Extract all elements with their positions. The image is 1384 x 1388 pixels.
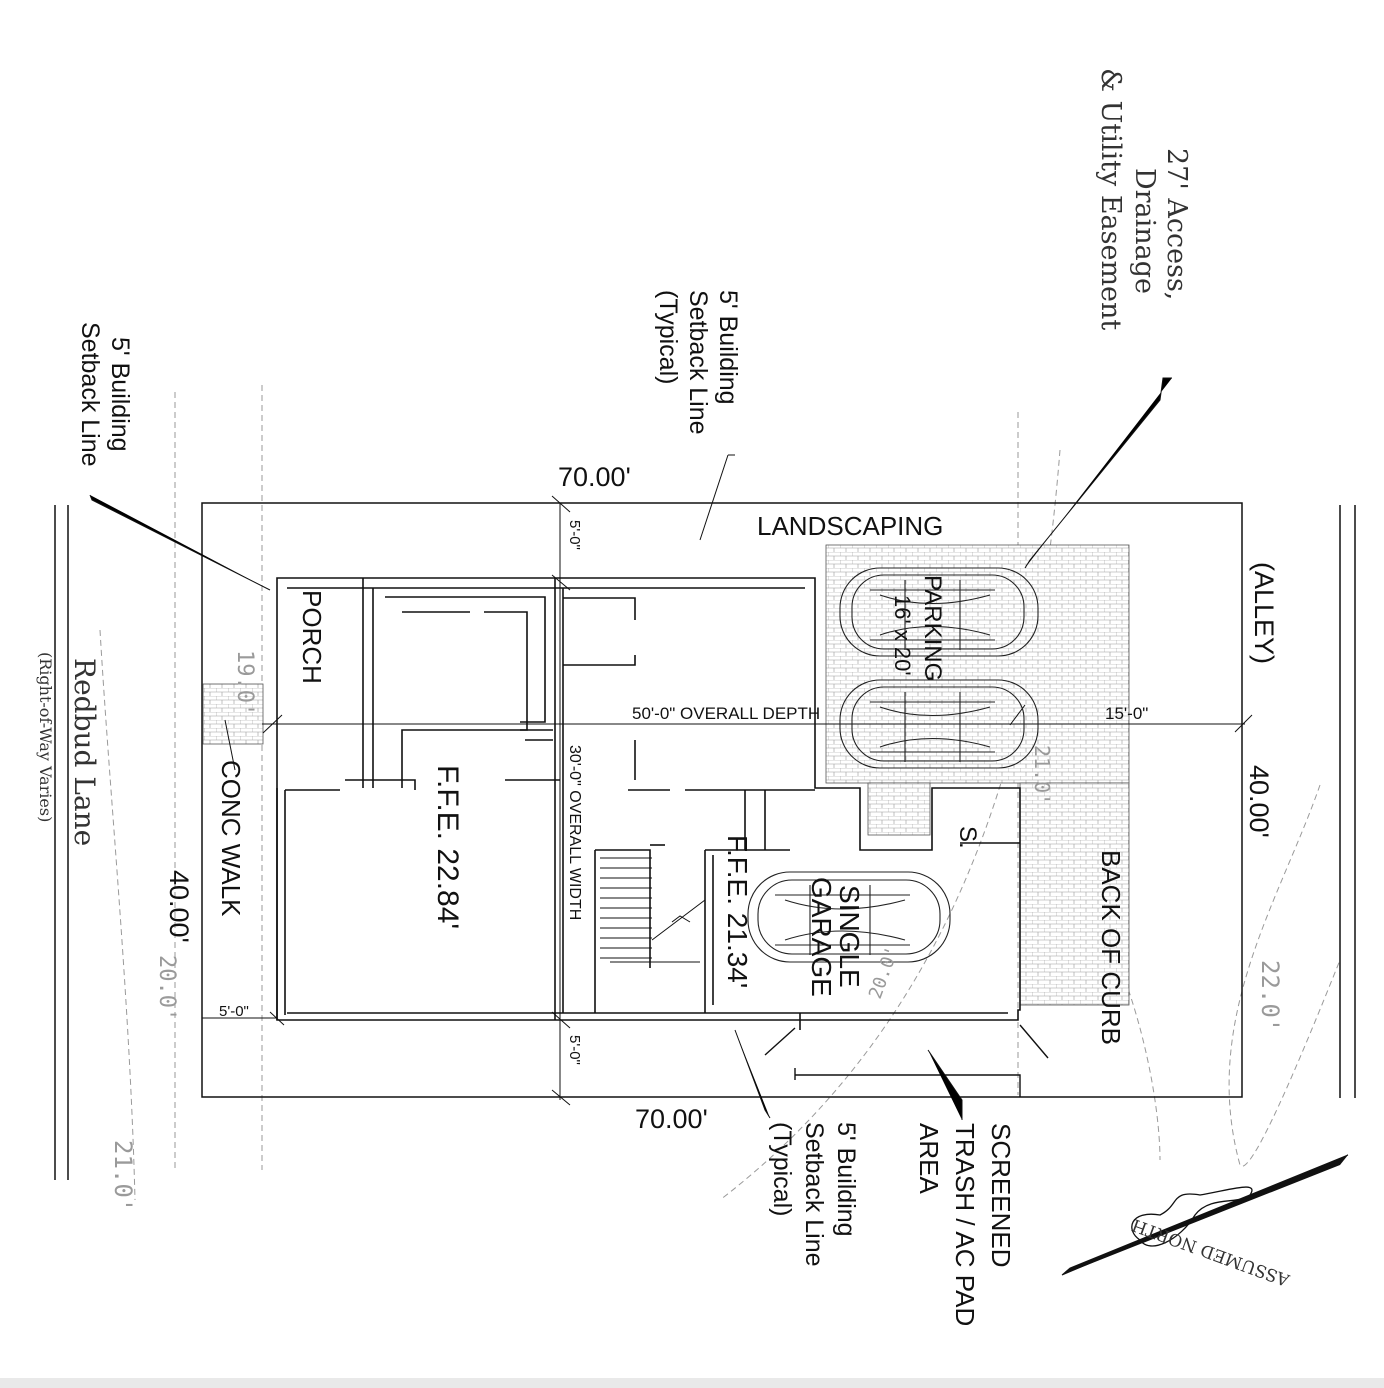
svg-text:Setback Line: Setback Line (76, 322, 104, 467)
svg-text:& Utility Easement: & Utility Easement (1095, 68, 1126, 330)
svg-text:PARKING: PARKING (919, 575, 946, 681)
svg-text:20.0': 20.0' (154, 955, 179, 1021)
svg-text:22.0': 22.0' (1256, 960, 1284, 1032)
svg-text:27' Access,: 27' Access, (1161, 148, 1192, 300)
svg-text:SCREENED: SCREENED (986, 1123, 1016, 1267)
car-icon (839, 679, 1039, 769)
svg-text:Setback Line: Setback Line (800, 1122, 828, 1267)
svg-text:PORCH: PORCH (297, 590, 327, 684)
svg-text:5'-0": 5'-0" (566, 520, 583, 550)
svg-text:S.: S. (954, 826, 981, 849)
page-edge (0, 1378, 1384, 1388)
parking-size-label: 16' x 20' (890, 595, 915, 676)
setback-left-label: 5' Building Setback Line (76, 322, 134, 467)
north-label: ASSUMED NORTH (1129, 1214, 1293, 1290)
svg-text:21.0': 21.0' (1030, 745, 1054, 805)
property-boundary (201, 502, 1243, 1098)
dim-right: 40.00' (1244, 765, 1274, 838)
svg-text:21.0': 21.0' (109, 1140, 137, 1212)
svg-text:40.00': 40.00' (164, 870, 194, 943)
staircase (600, 857, 706, 963)
car-icon (839, 567, 1039, 657)
svg-text:30'-0" OVERALL WIDTH: 30'-0" OVERALL WIDTH (566, 745, 583, 920)
ffe-garage-label: F.F.E. 21.34' (722, 835, 753, 988)
car-icon (747, 871, 951, 963)
svg-text:GARAGE: GARAGE (806, 877, 837, 997)
north-arrow-icon (1061, 1154, 1349, 1276)
svg-text:5' Building: 5' Building (106, 337, 134, 452)
row-label: (Right-of-Way Varies) (36, 652, 55, 822)
overall-width-label: 30'-0" OVERALL WIDTH (566, 745, 583, 920)
svg-text:16' x 20': 16' x 20' (890, 595, 915, 676)
svg-text:TRASH / AC PAD: TRASH / AC PAD (950, 1123, 980, 1326)
dim-5-top: 5'-0" (566, 520, 583, 550)
svg-text:(Right-of-Way Varies): (Right-of-Way Varies) (36, 652, 55, 822)
svg-text:(Typical): (Typical) (768, 1122, 796, 1216)
porch-label: PORCH (297, 590, 327, 684)
svg-text:F.F.E. 21.34': F.F.E. 21.34' (722, 835, 753, 988)
paver-areas (202, 544, 1130, 1006)
svg-text:CONC WALK: CONC WALK (216, 760, 246, 917)
svg-text:F.F.E. 22.84': F.F.E. 22.84' (431, 765, 464, 929)
alley-label: (ALLEY) (1249, 562, 1279, 664)
svg-text:Redbud Lane: Redbud Lane (68, 658, 101, 846)
svg-text:Setback Line: Setback Line (684, 290, 712, 435)
dim-15-label: 15'-0" (1105, 704, 1148, 723)
svg-text:19.0': 19.0' (232, 650, 257, 716)
setback-top-label: 5' Building Setback Line (Typical) (654, 290, 742, 435)
trash-pad (764, 1024, 1049, 1097)
svg-text:20.0': 20.0' (865, 944, 903, 1002)
svg-text:5'-0": 5'-0" (566, 1035, 583, 1065)
single-garage-label: SINGLE GARAGE (806, 877, 865, 997)
setback-bottom-label: 5' Building Setback Line (Typical) (768, 1122, 860, 1267)
svg-text:5' Building: 5' Building (832, 1122, 860, 1237)
storage-label: S. (954, 826, 981, 849)
dim-left: 40.00' (164, 870, 194, 943)
dim-top: 70.00' (558, 462, 631, 492)
svg-text:ASSUMED NORTH: ASSUMED NORTH (1129, 1214, 1293, 1290)
ffe-main-label: F.F.E. 22.84' (431, 765, 464, 929)
trash-label: SCREENED TRASH / AC PAD AREA (914, 1123, 1016, 1326)
landscaping-label: LANDSCAPING (757, 511, 943, 541)
svg-text:AREA: AREA (914, 1123, 944, 1194)
house-walls (276, 577, 1021, 1030)
dimension-lines (89, 377, 1253, 1120)
back-of-curb-label: BACK OF CURB (1096, 850, 1126, 1045)
svg-text:SINGLE: SINGLE (834, 885, 865, 988)
overall-depth-label: 50'-0" OVERALL DEPTH (632, 704, 820, 723)
dim-5-bottom: 5'-0" (566, 1035, 583, 1065)
svg-text:BACK OF CURB: BACK OF CURB (1096, 850, 1126, 1045)
svg-text:(Typical): (Typical) (654, 290, 682, 384)
contour-labels: 19.0' 20.0' 21.0' 21.0' 22.0' 20.0' (109, 650, 1284, 1212)
dim-5-left: 5'-0" (219, 1003, 249, 1020)
right-of-way-lines (54, 505, 1356, 1180)
svg-text:5' Building: 5' Building (714, 290, 742, 405)
svg-text:40.00': 40.00' (1244, 765, 1274, 838)
easement-label: 27' Access, Drainage & Utility Easement (1095, 68, 1192, 330)
conc-walk-label: CONC WALK (216, 760, 246, 917)
dim-bottom: 70.00' (635, 1104, 708, 1134)
svg-text:Drainage: Drainage (1129, 168, 1160, 294)
street-label: Redbud Lane (68, 658, 101, 846)
svg-text:(ALLEY): (ALLEY) (1249, 562, 1279, 664)
contour-lines (99, 385, 1341, 1201)
parking-label: PARKING (919, 575, 946, 681)
